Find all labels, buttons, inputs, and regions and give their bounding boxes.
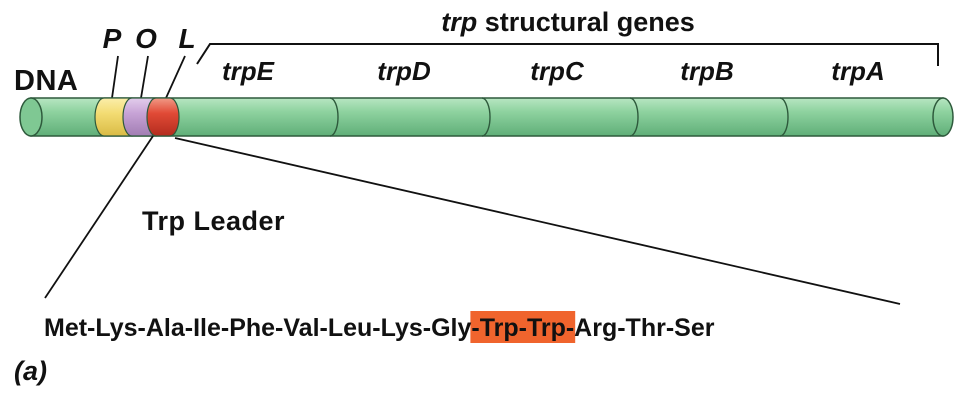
sequence-before: Met-Lys-Ala-Ile-Phe-Val-Leu-Lys-Gly (44, 314, 471, 342)
structural-genes-header-italic: trp (441, 7, 477, 37)
gene-boundary-a (779, 97, 789, 137)
structural-genes-header: trp structural genes (441, 7, 695, 37)
leader-pointer (165, 55, 186, 99)
dna-label: DNA (14, 65, 78, 97)
dna-left-end (19, 97, 43, 137)
promoter-label: P (103, 23, 122, 54)
promoter-pointer (111, 55, 119, 99)
trp-trp-highlight (470, 311, 576, 343)
sequence-after: Arg-Thr-Ser (574, 314, 715, 342)
structural-genes-header-rest: structural genes (477, 7, 695, 37)
gene-label-trpB: trpB (680, 56, 733, 86)
leader-segment (146, 97, 180, 137)
gene-label-trpD: trpD (377, 56, 431, 86)
dna-right-end (932, 97, 954, 137)
panel-label: (a) (14, 356, 47, 386)
gene-label-trpA: trpA (831, 56, 884, 86)
leader-label: L (178, 23, 195, 54)
gene-label-trpC: trpC (530, 56, 585, 86)
gene-boundary-d (329, 97, 339, 137)
operator-label: O (135, 23, 157, 54)
trp-leader-title: Trp Leader (142, 206, 285, 236)
sequence-highlight: -Trp-Trp- (471, 314, 574, 342)
gene-boundary-b (629, 97, 639, 137)
gene-boundary-c (481, 97, 491, 137)
operator-pointer (140, 55, 149, 99)
leader-peptide-sequence: Met-Lys-Ala-Ile-Phe-Val-Leu-Lys-Gly-Trp-… (44, 314, 715, 342)
gene-label-trpE: trpE (222, 56, 275, 86)
structural-genes-bracket (196, 43, 939, 66)
expansion-line-right (174, 137, 901, 305)
expansion-line-left (44, 135, 154, 299)
